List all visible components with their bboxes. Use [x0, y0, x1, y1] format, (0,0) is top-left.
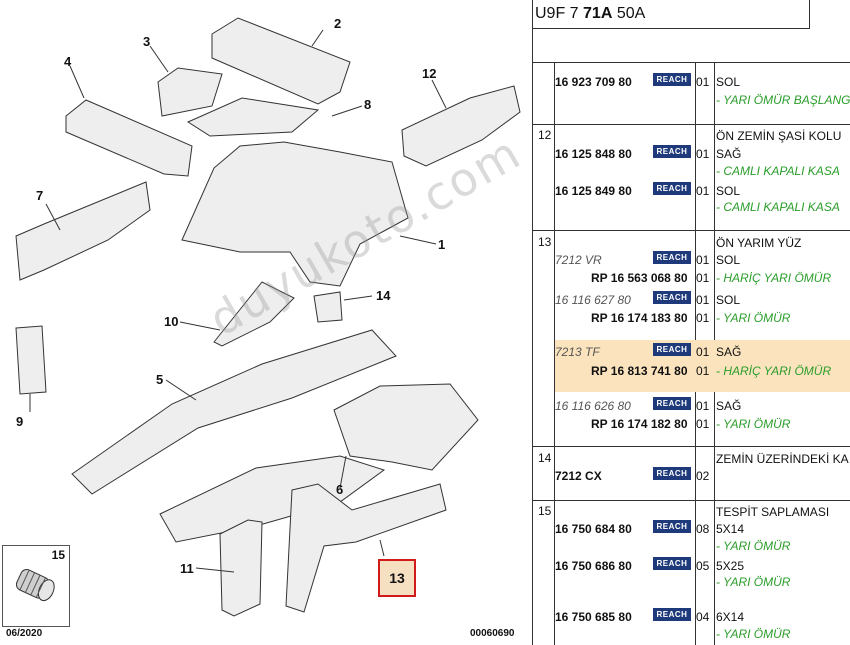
callout-8[interactable]: 8 [364, 97, 372, 112]
illustration-code: 00060690 [470, 628, 515, 639]
callout-9[interactable]: 9 [16, 414, 24, 429]
part-subrow[interactable]: RP 16 174 183 80 01 - YARI ÖMÜR [591, 311, 791, 325]
date-code: 06/2020 [6, 628, 43, 639]
section-title: ÖN YARIM YÜZ [716, 236, 802, 250]
part-14-shape [313, 291, 343, 323]
part-7-shape [15, 181, 151, 281]
section-title: TESPİT SAPLAMASI [716, 505, 830, 519]
part-13-shape [285, 483, 447, 613]
callout-1[interactable]: 1 [438, 237, 446, 252]
section-number: 12 [538, 128, 552, 142]
callout-11[interactable]: 11 [180, 561, 194, 576]
section-title: ÖN ZEMİN ŞASİ KOLU [716, 129, 842, 143]
part-note: - CAMLI KAPALI KASA [716, 200, 840, 214]
part-note: - YARI ÖMÜR [716, 627, 791, 641]
reach-badge: REACH [653, 397, 691, 410]
reach-badge: REACH [653, 520, 691, 533]
part-10-shape [213, 281, 295, 347]
part-8-shape [186, 97, 320, 137]
diagram-drawing [15, 17, 521, 617]
callout-15: 15 [51, 548, 65, 562]
callout-2[interactable]: 2 [334, 16, 342, 31]
part-row[interactable]: 16 116 627 80 REACH 01 SOL [555, 291, 741, 307]
part-6-shape [159, 455, 386, 543]
part-note: - YARI ÖMÜR [716, 575, 791, 589]
part-note: - YARI ÖMÜR BAŞLANG [716, 93, 850, 107]
reach-badge: REACH [653, 145, 691, 158]
callout-4[interactable]: 4 [64, 54, 72, 69]
reach-badge: REACH [653, 343, 691, 356]
part-row[interactable]: 16 750 685 80 REACH 04 6X14 [555, 608, 745, 624]
callout-7[interactable]: 7 [36, 188, 44, 203]
section-number: 14 [538, 451, 552, 465]
part-subrow[interactable]: RP 16 174 182 80 01 - YARI ÖMÜR [591, 417, 791, 431]
callout-10[interactable]: 10 [164, 314, 179, 329]
reach-badge: REACH [653, 557, 691, 570]
part-1-shape [181, 141, 409, 287]
code-bold: 71A [583, 5, 613, 22]
part-row[interactable]: 16 750 686 80 REACH 05 5X25 [555, 557, 745, 573]
code-suffix: 50A [616, 5, 646, 22]
section-number: 15 [538, 504, 552, 518]
reach-badge: REACH [653, 251, 691, 264]
callout-14[interactable]: 14 [376, 288, 391, 303]
part-subrow-highlighted[interactable]: RP 16 813 741 80 01 - HARİÇ YARI ÖMÜR [591, 364, 832, 378]
callout-13-highlight[interactable]: 13 [378, 559, 416, 597]
part-4-shape [65, 99, 193, 177]
part-row[interactable]: 16 125 848 80 REACH 01 SAĞ [555, 145, 742, 161]
part-row[interactable]: 16 116 626 80 REACH 01 SAĞ [555, 397, 742, 413]
part-row[interactable]: 16 125 849 80 REACH 01 SOL [555, 182, 741, 198]
stud-icon [15, 568, 55, 602]
parts-list-panel: U9F 7 71A 50A 16 923 709 80 REACH 01 SOL… [532, 0, 850, 645]
part-row[interactable]: 16 750 684 80 REACH 08 5X14 [555, 520, 745, 536]
part-note: - YARI ÖMÜR [716, 539, 791, 553]
part-row[interactable]: 16 923 709 80 REACH 01 SOL [555, 73, 741, 89]
part-3-shape [157, 67, 223, 117]
inset-part-15[interactable]: 15 [2, 545, 70, 627]
reach-badge: REACH [653, 182, 691, 195]
section-number: 13 [538, 235, 552, 249]
part-row[interactable]: 7212 CX REACH 02 [555, 467, 710, 483]
reach-badge: REACH [653, 73, 691, 86]
part-12-shape [401, 85, 521, 167]
part-row[interactable]: 7212 VR REACH 01 SOL [555, 251, 741, 267]
reach-badge: REACH [653, 608, 691, 621]
callout-12[interactable]: 12 [422, 66, 437, 81]
callout-5[interactable]: 5 [156, 372, 164, 387]
part-subrow[interactable]: RP 16 563 068 80 01 - HARİÇ YARI ÖMÜR [591, 271, 832, 285]
part-9-shape [15, 325, 47, 395]
part-5-shape [71, 329, 397, 495]
callout-3[interactable]: 3 [143, 34, 151, 49]
section-title: ZEMİN ÜZERİNDEKİ KA [716, 452, 849, 466]
part-note: - CAMLI KAPALI KASA [716, 164, 840, 178]
part-5b-shape [333, 383, 479, 471]
highlighted-rows [555, 340, 850, 392]
panel-header: U9F 7 71A 50A [533, 0, 810, 29]
callout-6[interactable]: 6 [336, 482, 344, 497]
part-row-highlighted[interactable]: 7213 TF REACH 01 SAĞ [555, 343, 742, 359]
reach-badge: REACH [653, 467, 691, 480]
reach-badge: REACH [653, 291, 691, 304]
parts-diagram: duyukoto.com 2 3 4 8 12 1 7 10 14 9 5 6 … [2, 16, 530, 639]
part-2-shape [211, 17, 351, 105]
code-prefix: U9F 7 [535, 5, 579, 22]
part-11-shape [219, 519, 263, 617]
